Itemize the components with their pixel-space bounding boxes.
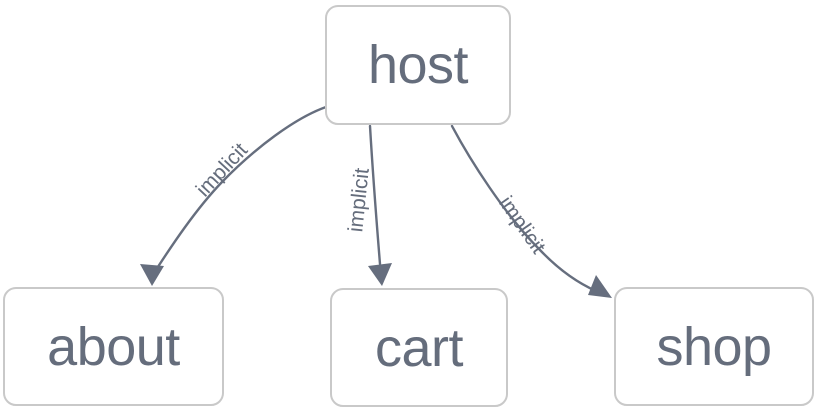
node-about[interactable]: about (3, 287, 224, 406)
node-host-label: host (367, 35, 469, 95)
arrowhead-host-shop (588, 275, 612, 298)
node-shop-label: shop (656, 316, 772, 377)
arrowhead-host-cart (368, 263, 392, 286)
edge-host-about[interactable] (140, 105, 328, 286)
edge-path-host-cart (368, 124, 382, 266)
edge-host-cart[interactable] (368, 124, 392, 286)
node-about-label: about (47, 316, 180, 377)
edge-path-host-shop (450, 124, 598, 293)
node-cart-label: cart (374, 317, 464, 378)
node-host[interactable]: host (325, 5, 511, 125)
edge-path-host-about (150, 105, 328, 278)
arrowhead-host-about (140, 264, 164, 286)
node-cart[interactable]: cart (330, 288, 508, 407)
node-shop[interactable]: shop (614, 287, 814, 406)
edge-host-shop[interactable] (450, 124, 612, 298)
